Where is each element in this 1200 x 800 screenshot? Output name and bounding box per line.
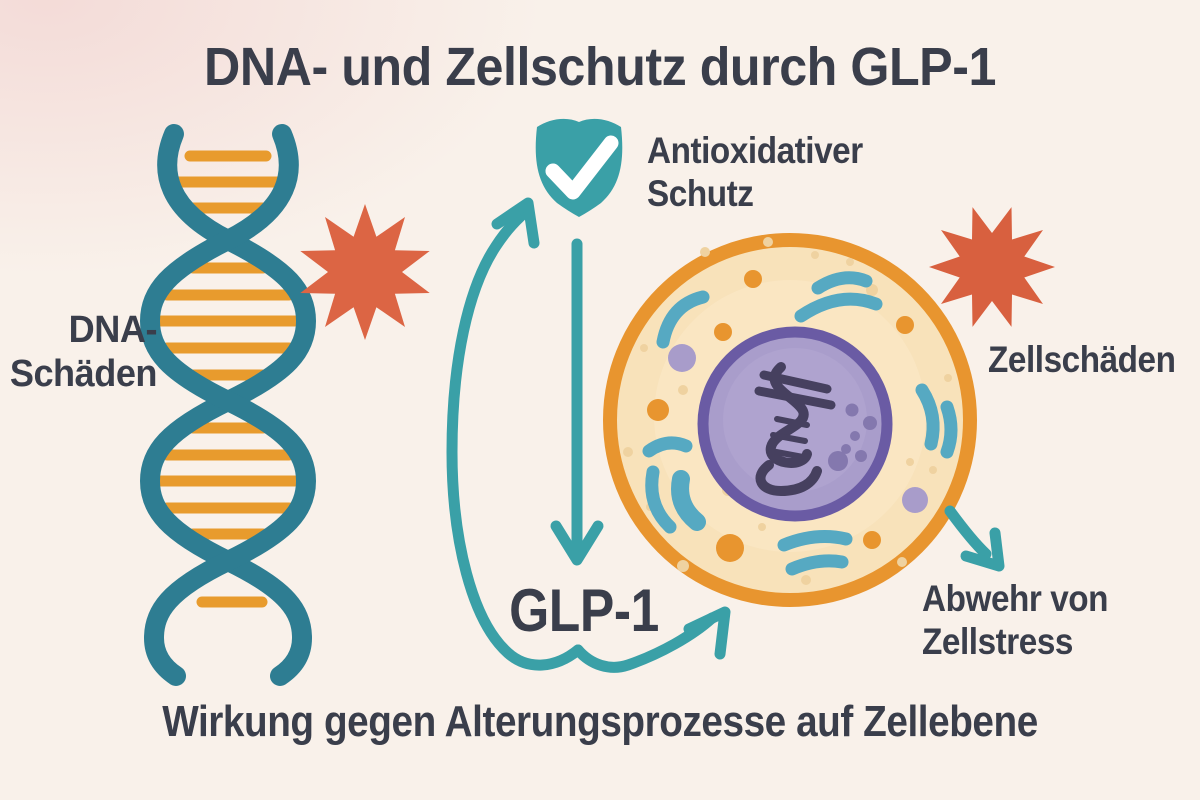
label-glp1: GLP-1 — [509, 577, 659, 644]
page-title: DNA- und Zellschutz durch GLP-1 — [204, 37, 996, 97]
label-dna-damage-line2: Schäden — [9, 353, 158, 396]
dna-damage-starburst-icon — [300, 204, 430, 340]
arrowhead-right — [683, 606, 731, 660]
bottom-caption: Wirkung gegen Alterungsprozesse auf Zell… — [162, 697, 1038, 746]
cell-illustration — [603, 233, 977, 607]
label-dna-damage: DNA-Schäden — [8, 308, 158, 396]
arrow-cell-to-stress — [944, 505, 992, 560]
arrowhead-down — [550, 520, 604, 566]
nucleus-icon — [697, 326, 893, 522]
shield-body — [535, 118, 623, 217]
dna-strand-right — [139, 124, 317, 686]
label-dna-damage-line1: DNA- — [68, 309, 158, 351]
orange-vesicles — [647, 270, 914, 562]
nucleolus-dots — [828, 403, 877, 471]
dna-rungs — [155, 150, 301, 608]
arrow-glp1-to-shield — [446, 210, 584, 671]
label-antioxidant-line1: Antioxidativer — [647, 130, 863, 171]
label-cell-stress-line1: Abwehr von — [922, 578, 1109, 619]
organelle-arcs — [642, 271, 958, 576]
label-cell-stress-line2: Zellstress — [922, 620, 1074, 662]
flow-arrows — [446, 197, 1005, 673]
arrowhead-stress — [960, 527, 1005, 572]
checkmark-icon — [545, 135, 619, 200]
shield-check-icon — [535, 118, 623, 217]
nuclear-dna-icon — [754, 362, 836, 496]
purple-vesicles — [668, 344, 928, 513]
label-cell-damage: Zellschäden — [988, 339, 1176, 380]
cell-damage-starburst-icon — [929, 207, 1055, 327]
label-antioxidant-line2: Schutz — [647, 172, 754, 214]
arrowhead-up — [491, 197, 540, 249]
dna-helix-icon — [139, 124, 317, 686]
cytoplasm-speckles — [623, 237, 952, 585]
